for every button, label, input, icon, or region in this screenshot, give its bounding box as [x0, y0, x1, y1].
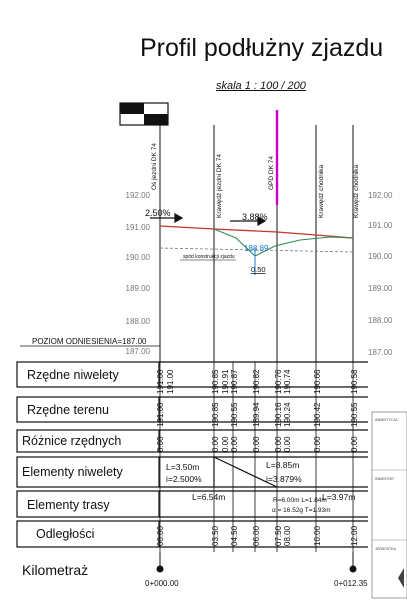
- niweleta-value-1: 191.00: [156, 369, 165, 394]
- table-column-lines: [159, 362, 354, 552]
- y-axis-right-188: 188.00: [368, 316, 393, 325]
- niweleta-value-2: 191.00: [166, 369, 175, 394]
- niweleta-value-7: 190.76: [274, 369, 283, 394]
- niweleta-value-8: 190.74: [283, 369, 292, 394]
- top-label-3: GPD DK 74: [268, 156, 275, 190]
- y-axis-left-190: 190.00: [126, 253, 151, 262]
- distance-6: 08.00: [283, 525, 292, 546]
- drop-label: 0.50: [251, 265, 266, 274]
- niweleta-element-length-2: L=8.85m: [266, 460, 299, 470]
- teren-value-3: 190.55: [230, 402, 239, 427]
- roznice-value-2: 0.00: [211, 436, 220, 452]
- trasa-element-4: α = 16.52g T=1.93m: [272, 507, 331, 514]
- kilometraz-label: Kilometraż: [22, 562, 88, 578]
- y-axis-left-189: 189.00: [126, 284, 151, 293]
- row-label-teren: Rzędne terenu: [27, 403, 109, 417]
- design-line: [159, 225, 354, 239]
- row-label-odleglosci: Odległości: [36, 527, 94, 541]
- y-axis-right-187: 187.00: [368, 348, 393, 357]
- y-axis-right-192: 192.00: [368, 191, 393, 200]
- teren-value-4: 189.94: [252, 402, 261, 427]
- drawing-scale: skala 1 : 100 / 200: [216, 80, 306, 92]
- distance-7: 10.00: [313, 525, 322, 546]
- top-label-4: Krawędź chodnika: [318, 165, 325, 218]
- roznice-value-4: 0.00: [230, 436, 239, 452]
- trasa-element-2: R=6.00m L=1.84m: [273, 497, 327, 504]
- terrain-line: [213, 228, 354, 257]
- trasa-element-3: L=3.97m: [322, 492, 355, 502]
- distance-8: 12.00: [350, 525, 359, 546]
- niweleta-value-10: 190.58: [350, 369, 359, 394]
- distance-3: 04.50: [230, 525, 239, 546]
- data-table-grid: [16, 361, 368, 548]
- row-label-niweleta: Rzędne niwelety: [27, 368, 119, 382]
- side-panel-mark: [398, 568, 404, 588]
- trasa-element-1: L=6.54m: [192, 492, 225, 502]
- y-axis-left-188: 188.00: [126, 317, 151, 326]
- kilometraz-end: 0+012.35: [334, 579, 368, 588]
- distance-2: 03.50: [211, 525, 220, 546]
- top-label-5: Krawędź chodnika: [353, 165, 360, 218]
- distance-1: 00.00: [156, 525, 165, 546]
- niweleta-element-slope-2: i=3.879%: [266, 474, 302, 484]
- side-panel-label-1: INWESTYCJA: [375, 418, 398, 422]
- y-axis-right-191: 191.00: [368, 221, 393, 230]
- datum-label: POZIOM ODNIESIENIA=187.00: [32, 337, 147, 346]
- teren-value-5: 190.16: [274, 402, 283, 427]
- depth-label: 188.89: [244, 244, 269, 253]
- y-axis-left-192: 192.00: [126, 191, 151, 200]
- y-axis-right-190: 190.00: [368, 252, 393, 261]
- kilometraz-start-marker: [156, 565, 164, 573]
- side-panel-label-2: INWESTOR: [375, 477, 394, 481]
- top-label-2: Krawędź jezdni DK 74: [216, 154, 223, 218]
- slope-label-1: 2.50%: [145, 208, 171, 218]
- teren-value-8: 190.55: [350, 402, 359, 427]
- y-axis-left-187: 187.00: [126, 347, 151, 356]
- side-title-panel: INWESTYCJA INWESTOR JEDNOSTKA: [371, 411, 407, 599]
- top-label-1: Oś jezdni DK 74: [151, 143, 158, 190]
- drawing-title: Profil podłużny zjazdu: [140, 34, 384, 62]
- roznice-value-5: 0.00: [252, 436, 261, 452]
- kilometraz-start: 0+000.00: [145, 579, 179, 588]
- side-panel-label-3: JEDNOSTKA: [375, 547, 397, 551]
- niweleta-value-3: 190.85: [211, 369, 220, 394]
- niweleta-element-length-1: L=3.50m: [166, 462, 199, 472]
- roznice-value-7: 0.00: [283, 436, 292, 452]
- niweleta-value-6: 190.82: [252, 369, 261, 394]
- niweleta-value-9: 190.66: [313, 369, 322, 394]
- slope-arrows: [150, 212, 267, 227]
- teren-value-6: 190.24: [283, 402, 292, 427]
- teren-value-2: 190.85: [211, 402, 220, 427]
- slope-label-2: 3.88%: [242, 212, 268, 222]
- niweleta-value-4: 190.91: [221, 369, 230, 394]
- roznice-value-3: 0.00: [221, 436, 230, 452]
- roznice-value-8: 0.00: [313, 436, 322, 452]
- spod-label: spód konstrukcji zjazdu: [183, 254, 235, 260]
- roznice-value-1: 0.00: [156, 436, 165, 452]
- row-label-roznice: Różnice rzędnych: [22, 434, 121, 448]
- distance-4: 06.00: [252, 525, 261, 546]
- niweleta-value-5: 190.87: [230, 369, 239, 394]
- roznice-value-6: 0.00: [274, 436, 283, 452]
- row-label-elementy-trasy: Elementy trasy: [27, 498, 110, 512]
- roznice-value-9: 0.00: [350, 436, 359, 452]
- kilometraz-end-marker: [349, 565, 357, 573]
- teren-value-7: 190.42: [313, 402, 322, 427]
- scale-bar-block: [119, 102, 169, 126]
- niweleta-element-slope-1: i=2.500%: [166, 474, 202, 484]
- base-dashed-line: [159, 247, 354, 253]
- y-axis-right-189: 189.00: [368, 284, 393, 293]
- distance-5: 07.50: [274, 525, 283, 546]
- teren-value-1: 191.00: [156, 402, 165, 427]
- row-label-elementy-niwelety: Elementy niwelety: [22, 465, 123, 479]
- y-axis-left-191: 191.00: [126, 223, 151, 232]
